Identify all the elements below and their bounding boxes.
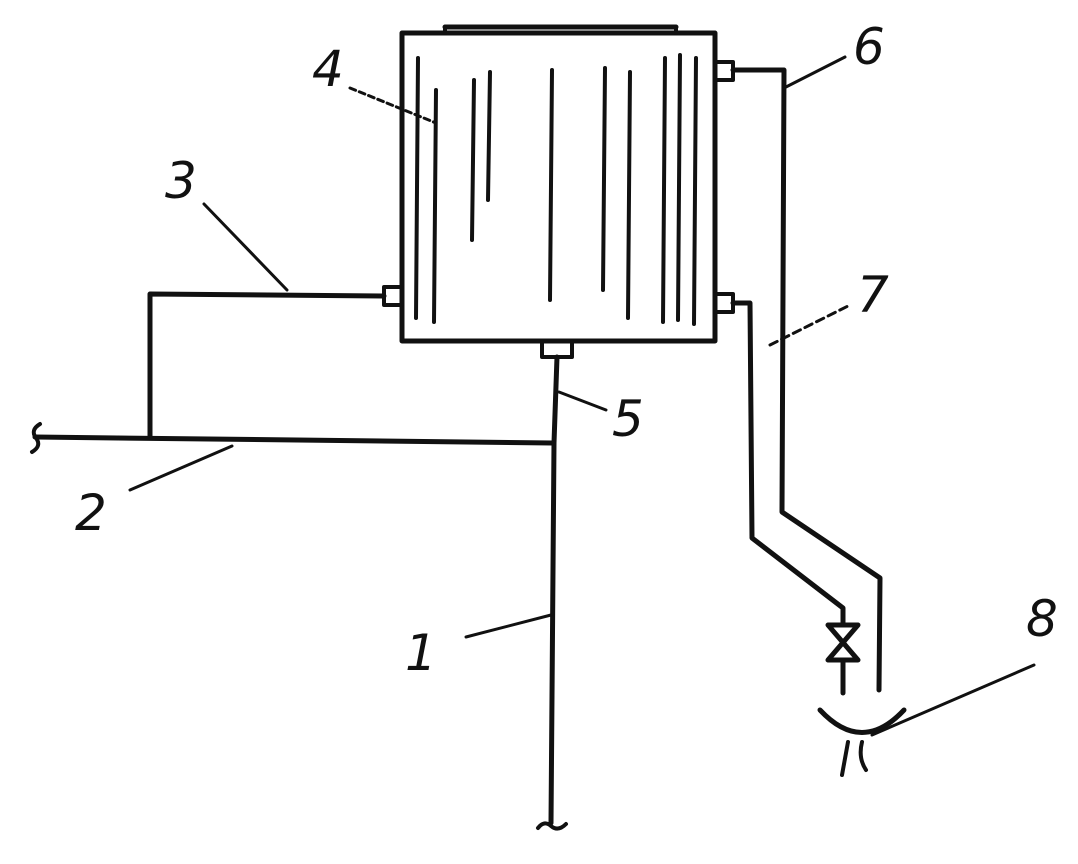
label-4: 4 xyxy=(312,40,344,98)
leader-8 xyxy=(870,663,1036,737)
leader-lines xyxy=(128,55,1036,737)
pipe-2 xyxy=(32,434,555,446)
label-2: 2 xyxy=(75,484,107,542)
leader-2 xyxy=(128,444,234,492)
inlet-fitting xyxy=(382,285,404,307)
leader-4 xyxy=(348,86,438,125)
tank-hatching xyxy=(414,53,698,326)
label-3: 3 xyxy=(165,152,197,210)
leader-7 xyxy=(768,303,852,347)
pipe-3 xyxy=(147,291,387,440)
pipe-6 xyxy=(730,67,883,693)
pipe-7 xyxy=(730,300,846,628)
leader-6 xyxy=(782,55,847,90)
label-7: 7 xyxy=(857,266,889,324)
label-6: 6 xyxy=(853,18,885,76)
leader-5 xyxy=(557,390,608,412)
drain-funnel-icon xyxy=(817,707,907,777)
pipe-1 xyxy=(548,440,557,826)
tank xyxy=(382,24,735,359)
valve-icon xyxy=(825,622,861,663)
overflow-fitting xyxy=(713,60,735,82)
label-1: 1 xyxy=(405,624,437,682)
label-8: 8 xyxy=(1026,590,1058,648)
drain-fitting xyxy=(713,292,735,314)
pipe-break-icon-left xyxy=(30,422,42,454)
leader-3 xyxy=(202,202,289,292)
pipe-5 xyxy=(551,354,560,446)
leader-1 xyxy=(464,613,553,639)
pipe-break-icon-bottom xyxy=(536,821,568,831)
label-5: 5 xyxy=(612,390,644,448)
